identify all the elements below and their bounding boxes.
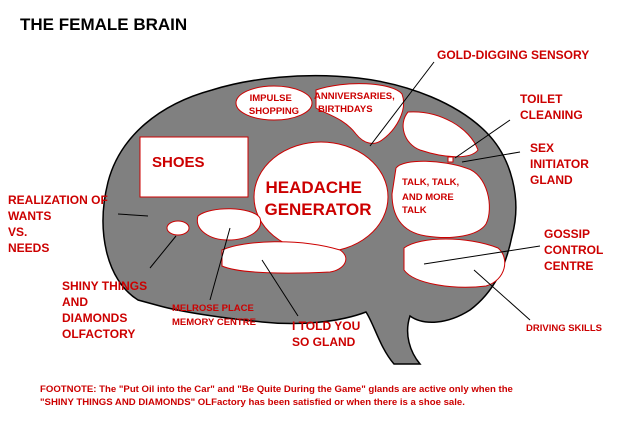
realization-label: REALIZATION OF WANTS VS. NEEDS xyxy=(8,193,111,255)
svg-text:IMPULSE SHOPPING: IMPULSE SHOPPING xyxy=(249,93,299,117)
told-you-label: I TOLD YOU SO GLAND xyxy=(292,319,364,349)
driving-leader xyxy=(473,269,531,321)
svg-text:HEADACHE GENERATOR: HEADACHE GENERATOR xyxy=(264,178,371,219)
headache-generator-region: HEADACHE GENERATOR xyxy=(253,141,389,253)
melrose-leader xyxy=(209,227,231,301)
toilet-leader xyxy=(454,119,511,159)
shiny-leader xyxy=(149,235,177,269)
melrose-place-label: MELROSE PLACE MEMORY CENTRE xyxy=(172,303,256,328)
svg-text:SHOES: SHOES xyxy=(152,154,205,171)
svg-text:ANNIVERSARIES, BIRTHDAYS: ANNIVERSARIES, BIRTHDAYS xyxy=(314,91,397,115)
svg-text:TALK, TALK, AND MORE: TALK, TALK, AND MORE TALK xyxy=(402,177,462,216)
toilet-cleaning-label: TOILET CLEANING xyxy=(520,92,583,122)
gossip-leader xyxy=(423,245,541,265)
upper-right-region xyxy=(402,111,479,158)
told-you-so-region xyxy=(221,241,347,274)
talk-region: TALK, TALK, AND MORE TALK xyxy=(391,160,490,238)
footnote-line-1: FOOTNOTE: The "Put Oil into the Car" and… xyxy=(40,384,513,395)
shiny-things-label: SHINY THINGS AND DIAMONDS OLFACTORY xyxy=(62,279,150,341)
gold-digging-label: GOLD-DIGGING SENSORY xyxy=(437,48,589,62)
gossip-control-label: GOSSIP CONTROL CENTRE xyxy=(544,227,606,273)
page-title: THE FEMALE BRAIN xyxy=(20,15,187,34)
melrose-place-region xyxy=(196,208,262,241)
realization-leader xyxy=(117,213,149,217)
sex-initiator-label: SEX INITIATOR GLAND xyxy=(530,141,592,187)
shoes-region: SHOES xyxy=(139,136,249,198)
driving-skills-label: DRIVING SKILLS xyxy=(526,323,602,334)
told-you-leader xyxy=(261,259,299,317)
gossip-control-region xyxy=(403,238,506,288)
gold-digging-leader xyxy=(369,61,435,147)
footnote-line-2: "SHINY THINGS AND DIAMONDS" OLFactory ha… xyxy=(40,397,465,408)
shiny-things-region xyxy=(166,220,190,236)
leader-lines xyxy=(117,61,541,321)
anniversaries-birthdays-region: ANNIVERSARIES, BIRTHDAYS xyxy=(314,83,404,144)
impulse-shopping-region: IMPULSE SHOPPING xyxy=(235,85,313,121)
sex-leader xyxy=(461,151,521,163)
toilet-cleaning-gland xyxy=(447,156,454,163)
footnote: FOOTNOTE: The "Put Oil into the Car" and… xyxy=(40,383,620,409)
